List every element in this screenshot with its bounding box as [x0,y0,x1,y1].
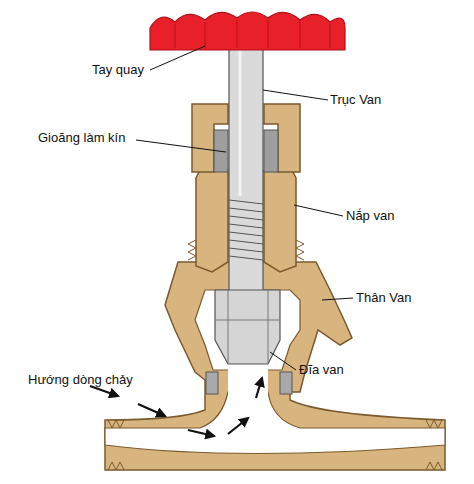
packing-nut [192,104,228,172]
part-label: Thân Van [356,290,411,306]
seat-opening [228,365,268,397]
valve-seat [280,372,292,394]
part-label: Gioăng làm kín [38,130,125,146]
packing-nut [264,104,300,172]
handwheel-detail [175,20,330,48]
pipe-thread [108,420,442,470]
leader-lines [136,46,353,370]
valve-seat [206,372,218,394]
part-label: Hướng dòng chảy [28,372,133,388]
valve-stem [229,46,263,296]
valve-body [105,262,445,470]
part-label: Nắp van [346,208,394,224]
stem-thread [229,200,263,260]
bonnet [264,170,296,272]
part-label: Trục Van [330,92,381,108]
valve-disc [215,290,280,364]
disc-detail [215,290,280,364]
packing-gland [264,130,278,172]
flow-channel [105,392,445,454]
valve-chamber [195,290,300,370]
handwheel [150,12,345,50]
bonnet [196,170,228,272]
part-label: Đĩa van [299,362,344,378]
part-label: Tay quay [92,62,144,78]
stem-highlight [239,48,242,196]
